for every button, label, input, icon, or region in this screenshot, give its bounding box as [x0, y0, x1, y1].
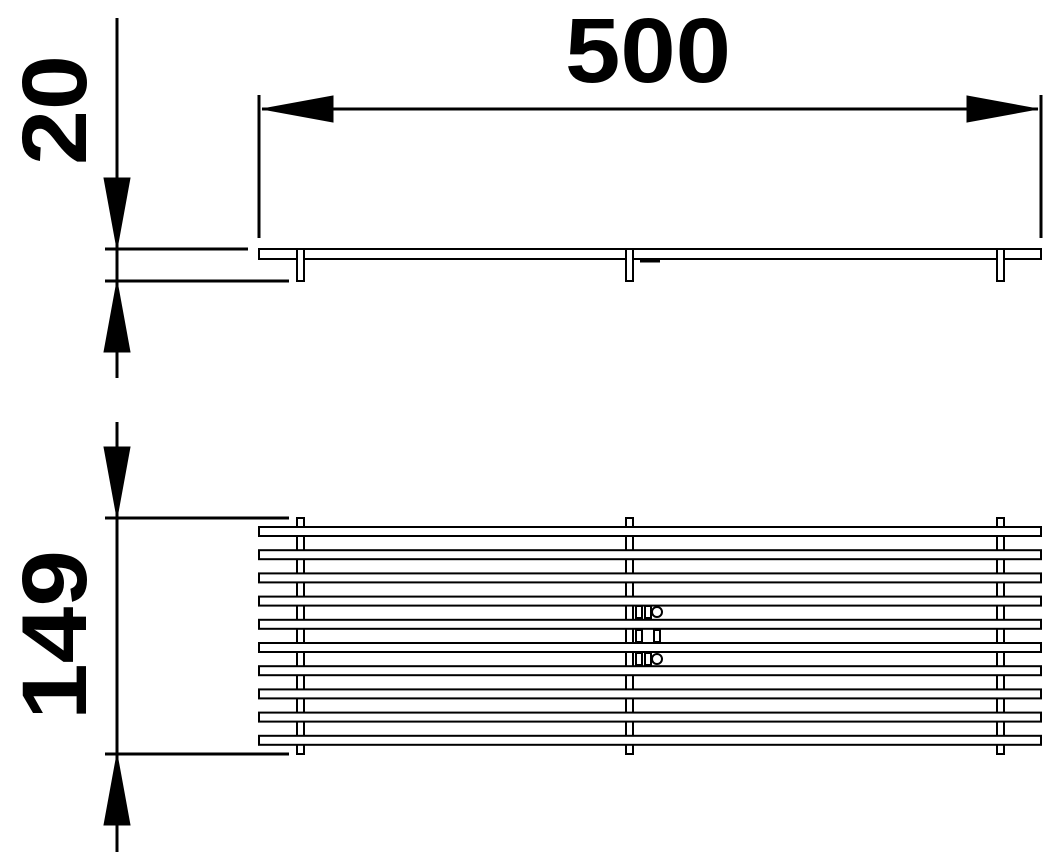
plan-bar-2 — [258, 549, 1042, 561]
fixing-mark-3 — [651, 606, 663, 618]
height-dimension: 20 — [4, 18, 289, 378]
fixing-mark-2 — [644, 605, 652, 619]
plan-view — [258, 517, 1042, 755]
fixing-mark-6 — [635, 652, 643, 666]
plan-bar-1 — [258, 526, 1042, 537]
fixing-mark-5 — [653, 629, 661, 643]
plan-support-right — [996, 517, 1005, 755]
plan-support-left — [296, 517, 305, 755]
height-arrow-bottom — [103, 280, 131, 353]
fixing-mark-7 — [644, 652, 652, 666]
depth-dimension: 149 — [4, 422, 289, 852]
depth-arrow-top — [103, 446, 131, 519]
fixing-mark-4 — [635, 629, 643, 643]
plan-bar-5 — [258, 618, 1042, 630]
width-label: 500 — [565, 0, 731, 102]
plan-bar-7 — [258, 665, 1042, 677]
plan-bar-3 — [258, 572, 1042, 584]
side-view-leg-left — [296, 248, 305, 282]
side-view-leg-right — [996, 248, 1005, 282]
side-view — [258, 248, 1042, 282]
plan-bar-6 — [258, 642, 1042, 653]
plan-bar-10 — [258, 734, 1042, 746]
depth-arrow-bottom — [103, 753, 131, 826]
side-view-plate — [258, 248, 1042, 260]
height-arrow-top — [103, 177, 131, 250]
plan-support-center — [625, 517, 634, 755]
plan-bars — [258, 526, 1042, 746]
depth-label: 149 — [4, 550, 106, 720]
width-arrow-left — [261, 95, 334, 123]
width-arrow-right — [966, 95, 1039, 123]
width-dimension: 500 — [257, 0, 1043, 238]
plan-center-fixing — [635, 605, 663, 666]
height-label: 20 — [4, 55, 106, 165]
side-view-leg-center — [625, 248, 634, 282]
plan-bar-9 — [258, 711, 1042, 723]
fixing-mark-1 — [635, 605, 643, 619]
plan-bar-4 — [258, 595, 1042, 607]
fixing-mark-8 — [651, 653, 663, 665]
plan-bar-8 — [258, 688, 1042, 700]
